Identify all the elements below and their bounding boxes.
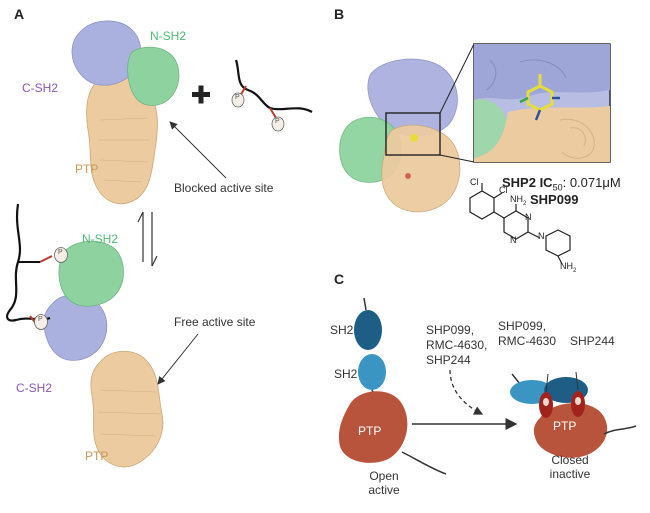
ptp-surface-bottom <box>90 350 164 468</box>
structure-nh2-top: NH2 <box>510 194 527 207</box>
nh2-bottom-text: NH <box>560 261 573 271</box>
c-sh2-label-top: C-SH2 <box>22 81 59 95</box>
shp099-structure <box>469 183 571 265</box>
zoom-region-box <box>385 112 441 156</box>
shp2-ic50: SHP2 IC50: 0.071μM <box>502 175 621 193</box>
inhibitor-list-2: RMC-4630, <box>426 338 488 352</box>
phospho-label-3: P <box>58 249 63 256</box>
site-left-label-1: SHP099, <box>498 319 547 333</box>
phospho-label-2: P <box>275 118 280 125</box>
site-right-label: SHP244 <box>570 334 615 348</box>
structure-cl-1: Cl <box>470 177 479 187</box>
shp099-ligand <box>519 74 560 121</box>
n-sh2-label-bottom: N-SH2 <box>82 232 119 246</box>
site-left-label-2: RMC-4630 <box>498 334 557 348</box>
inhibitor-dashed-arrow <box>449 369 484 415</box>
closed-caption-2: inactive <box>549 467 591 481</box>
phospho-label-1: P <box>235 94 240 101</box>
ptp-label-bottom: PTP <box>85 449 109 463</box>
nh2-bottom-sub: 2 <box>573 267 577 274</box>
zoom-inset <box>473 43 611 163</box>
n-sh2-surface-bottom <box>58 240 124 307</box>
open-caption-1: Open <box>369 469 399 483</box>
inhibitor-list-3: SHP244 <box>426 353 471 367</box>
ic50-value: : 0.071μM <box>562 175 621 190</box>
ic50-prefix: SHP2 IC <box>502 175 553 190</box>
protein-shp099-complex <box>339 58 461 213</box>
panel-c-letter: C <box>334 271 345 287</box>
free-active-site-label: Free active site <box>174 315 256 329</box>
protein-open-a <box>43 240 164 468</box>
phospho-peptide-bottom <box>6 203 68 330</box>
blocked-active-site-label: Blocked active site <box>174 181 274 195</box>
nh2-top-sub: 2 <box>523 200 527 207</box>
structure-n-1: N <box>525 212 532 222</box>
closed-inactive-cartoon <box>510 371 637 458</box>
structure-cl-2: Cl <box>499 185 508 195</box>
structure-n-2: N <box>510 235 517 245</box>
n-sh2-surface-top <box>127 46 180 106</box>
closed-caption-1: Closed <box>551 453 589 467</box>
compound-name: SHP099 <box>530 192 579 207</box>
ptp-label-top: PTP <box>75 162 99 176</box>
ptp-label-closed: PTP <box>553 419 577 433</box>
c-sh2-label-bottom: C-SH2 <box>16 381 53 395</box>
ptp-label-open: PTP <box>358 424 382 438</box>
ic50-subscript: 50 <box>552 182 563 193</box>
sh2-label-top: SH2 <box>330 323 354 337</box>
c-sh2-surface-top <box>71 20 142 86</box>
protein-closed-a <box>71 20 180 205</box>
blocked-site-arrow <box>169 121 227 179</box>
phospho-label-4: P <box>38 316 43 323</box>
equilibrium-arrows <box>137 211 158 267</box>
plus-sign <box>192 85 210 104</box>
panel-a-letter: A <box>14 6 25 22</box>
open-active-cartoon <box>338 297 447 475</box>
structure-nh2-bottom: NH2 <box>560 261 577 274</box>
structure-n-3: N <box>538 231 545 241</box>
inhibitor-list-1: SHP099, <box>426 323 475 337</box>
phospho-peptide-top <box>231 59 313 132</box>
free-site-arrow <box>157 333 199 385</box>
panel-b-letter: B <box>334 6 345 22</box>
nh2-top-text: NH <box>510 194 523 204</box>
open-caption-2: active <box>368 483 400 497</box>
n-sh2-label-top: N-SH2 <box>150 29 187 43</box>
sh2-label-bottom: SH2 <box>334 367 358 381</box>
